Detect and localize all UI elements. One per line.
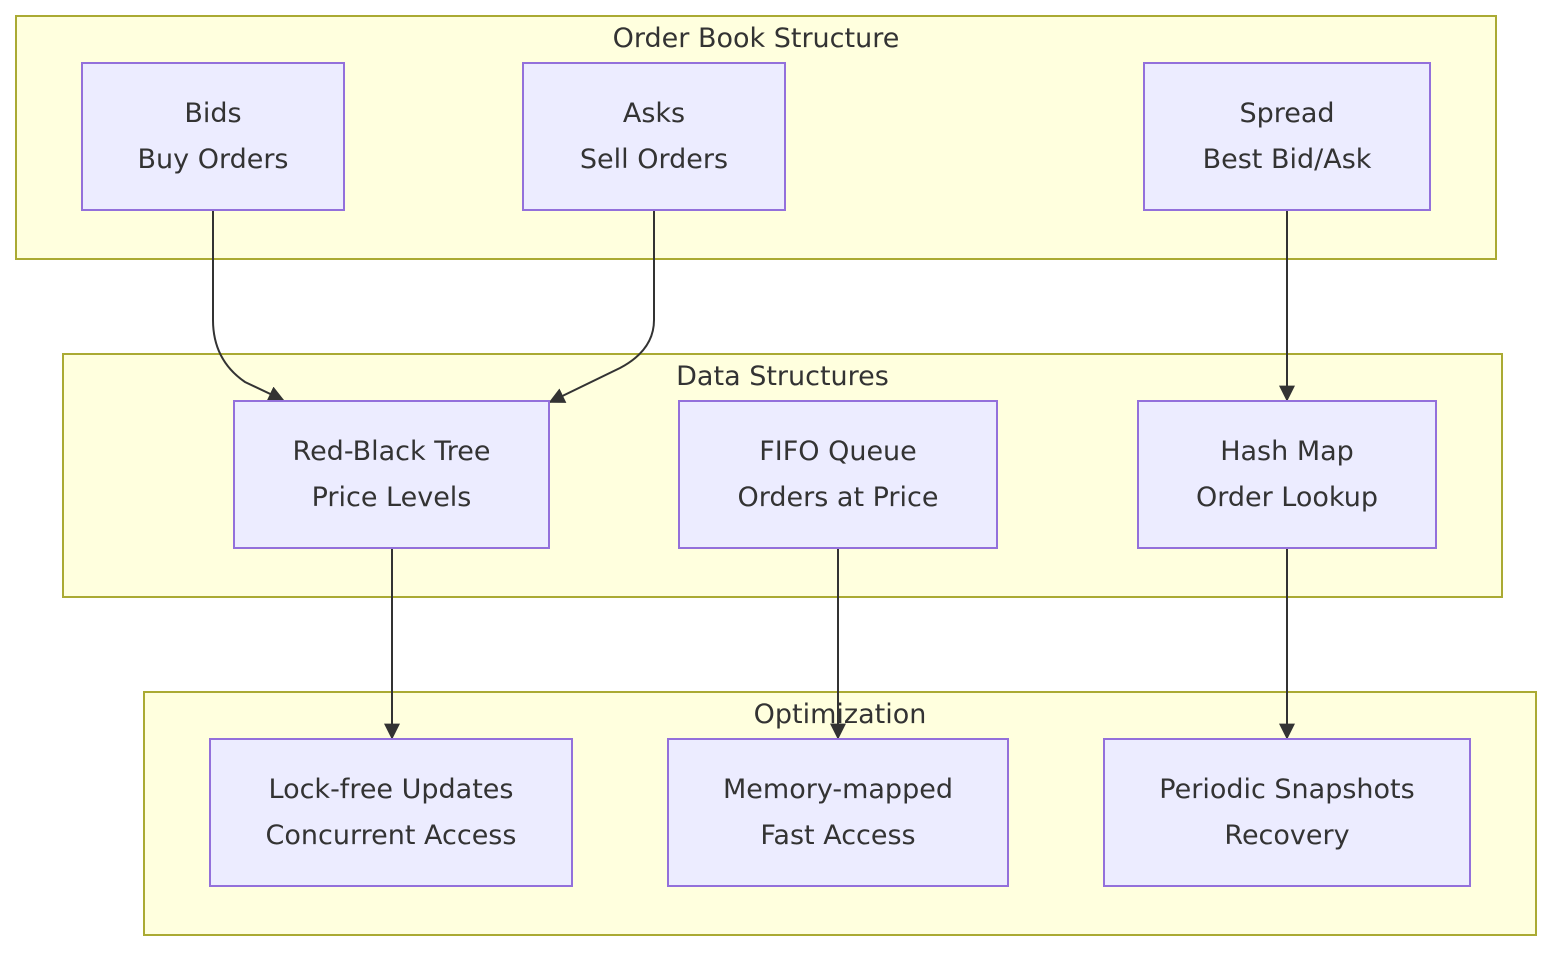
node-lock-free-updates-subtitle: Concurrent Access: [265, 819, 517, 851]
node-spread-title: Spread: [1239, 97, 1335, 129]
cluster-title-order-book-structure: Order Book Structure: [612, 23, 900, 54]
node-bids-title: Bids: [184, 97, 242, 129]
cluster-title-optimization: Optimization: [753, 699, 927, 730]
node-bids-subtitle: Buy Orders: [137, 143, 289, 175]
node-periodic-snapshots-subtitle: Recovery: [1224, 819, 1350, 851]
node-red-black-tree: Red-Black Tree Price Levels: [233, 400, 550, 549]
node-memory-mapped: Memory-mapped Fast Access: [667, 738, 1009, 887]
node-fifo-queue-subtitle: Orders at Price: [737, 481, 939, 513]
node-lock-free-updates: Lock-free Updates Concurrent Access: [209, 738, 573, 887]
node-fifo-queue: FIFO Queue Orders at Price: [678, 400, 998, 549]
node-hash-map: Hash Map Order Lookup: [1137, 400, 1437, 549]
node-periodic-snapshots-title: Periodic Snapshots: [1159, 773, 1415, 805]
node-bids: Bids Buy Orders: [81, 62, 345, 211]
node-fifo-queue-title: FIFO Queue: [759, 435, 917, 467]
node-hash-map-title: Hash Map: [1220, 435, 1354, 467]
node-red-black-tree-subtitle: Price Levels: [311, 481, 472, 513]
node-asks-title: Asks: [622, 97, 686, 129]
node-red-black-tree-title: Red-Black Tree: [292, 435, 491, 467]
node-memory-mapped-title: Memory-mapped: [723, 773, 953, 805]
node-spread-subtitle: Best Bid/Ask: [1202, 143, 1372, 175]
node-hash-map-subtitle: Order Lookup: [1196, 481, 1378, 513]
node-asks-subtitle: Sell Orders: [579, 143, 729, 175]
node-asks: Asks Sell Orders: [522, 62, 786, 211]
node-lock-free-updates-title: Lock-free Updates: [268, 773, 514, 805]
cluster-title-data-structures: Data Structures: [676, 361, 889, 392]
node-memory-mapped-subtitle: Fast Access: [760, 819, 916, 851]
node-periodic-snapshots: Periodic Snapshots Recovery: [1103, 738, 1471, 887]
node-spread: Spread Best Bid/Ask: [1143, 62, 1431, 211]
